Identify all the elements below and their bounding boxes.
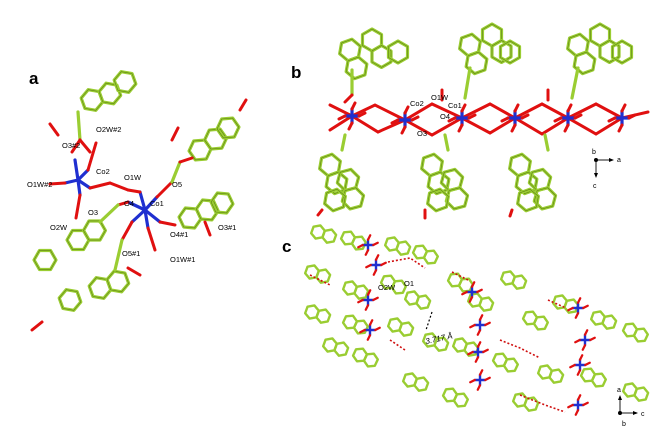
- label-o3-2: O3#2: [62, 141, 80, 150]
- axis-c-a: a: [617, 387, 621, 394]
- label-b-o1w: O1W: [431, 93, 449, 102]
- label-o1w2: O1W#2: [27, 180, 52, 189]
- axis-c-b: b: [622, 421, 626, 428]
- label-b-o4: O4: [440, 112, 450, 121]
- panel-c-cobalt-nodes: [357, 234, 596, 416]
- label-b-co1: Co1: [448, 101, 462, 110]
- panel-a-ligand-upper-right: [170, 98, 248, 184]
- panel-b-chain: [328, 102, 650, 137]
- panel-b-ligands-bottom: [316, 133, 558, 220]
- panel-a-ligand-bottom: [30, 238, 142, 332]
- panel-a-ligand-lower-right: [177, 187, 237, 237]
- label-o1w1: O1W#1: [170, 255, 195, 264]
- panel-c-pi-stacking-distance: 3.717 Å: [425, 311, 453, 346]
- label-o3: O3: [88, 208, 98, 217]
- panel-a-co1-center: [116, 180, 177, 252]
- label-o5: O5: [172, 180, 182, 189]
- label-c-o2w: O2W: [378, 283, 396, 292]
- label-b-co2: Co2: [410, 99, 424, 108]
- panel-b-ligands-top: [336, 21, 638, 104]
- panel-a-ligand-lower-left: [29, 203, 120, 276]
- panel-c-hydrogen-bonds: [309, 257, 567, 413]
- panel-a-co2-center: [48, 141, 130, 220]
- label-o1w: O1W: [124, 173, 142, 182]
- label-co2: Co2: [96, 167, 110, 176]
- label-o5-1: O5#1: [122, 249, 140, 258]
- panel-c-ligand-layers: [304, 223, 649, 412]
- panel-b-letter: b: [291, 63, 301, 82]
- panel-a: a: [27, 66, 248, 332]
- label-o4-1: O4#1: [170, 230, 188, 239]
- panel-b-axes: b a c: [592, 149, 621, 190]
- label-b-o3: O3: [417, 129, 427, 138]
- label-o2w2: O2W#2: [96, 125, 121, 134]
- panel-b: b: [291, 21, 650, 220]
- label-c-o1: O1: [404, 279, 414, 288]
- label-co1: Co1: [150, 199, 164, 208]
- panel-c: c: [282, 223, 649, 428]
- label-o2w: O2W: [50, 223, 68, 232]
- panel-c-letter: c: [282, 237, 291, 256]
- panel-c-axes: a b c: [617, 387, 645, 428]
- label-o4: O4: [124, 199, 134, 208]
- axis-b-c: c: [593, 183, 597, 190]
- panel-a-ligand-upper-left: [48, 66, 140, 154]
- axis-b-a: a: [617, 157, 621, 164]
- label-o3-1: O3#1: [218, 223, 236, 232]
- panel-a-letter: a: [29, 69, 39, 88]
- axis-b-b: b: [592, 149, 596, 156]
- axis-c-c: c: [641, 411, 645, 418]
